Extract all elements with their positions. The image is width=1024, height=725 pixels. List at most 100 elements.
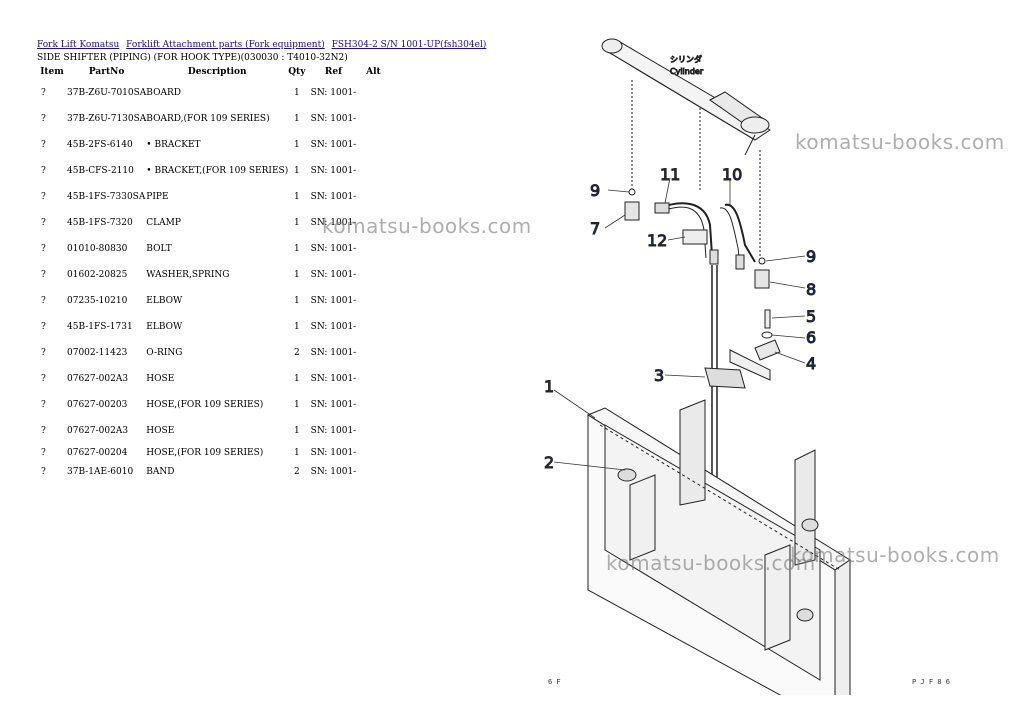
- cell-item: ?: [41, 448, 46, 458]
- cell-description: WASHER,SPRING: [146, 270, 230, 280]
- cell-description: • BRACKET: [146, 140, 201, 150]
- cell-ref: SN: 1001-: [310, 296, 357, 306]
- cell-alt: [361, 184, 385, 210]
- cell-alt: [361, 366, 385, 392]
- cell-qty: 1: [293, 296, 300, 306]
- breadcrumb-link-model[interactable]: FSH304-2 S/N 1001-UP(fsh304el): [331, 40, 487, 50]
- board-frame-drawing: [586, 399, 851, 695]
- column-header-partno: PartNo: [88, 67, 125, 77]
- cell-partno: 45B-CFS-2110: [67, 166, 134, 176]
- cell-qty: 2: [293, 467, 300, 477]
- callout-7: 7: [590, 219, 600, 238]
- cell-ref: SN: 1001-: [310, 244, 357, 254]
- cell-partno: 07627-00204: [67, 448, 128, 458]
- cell-description: • BRACKET,(FOR 109 SERIES): [146, 166, 289, 176]
- cell-qty: 1: [293, 88, 300, 98]
- callout-11: 11: [660, 165, 680, 184]
- cell-qty: 2: [293, 348, 300, 358]
- cell-description: BAND: [146, 467, 175, 477]
- column-header-qty: Qty: [288, 67, 306, 77]
- table-row: ?45B-CFS-2110• BRACKET,(FOR 109 SERIES)1…: [37, 158, 385, 184]
- breadcrumb: Fork Lift Komatsu Forklift Attachment pa…: [37, 40, 490, 50]
- cylinder-label-jp: シリンダ: [670, 54, 702, 64]
- cell-partno: 45B-1FS-7330SA: [67, 192, 146, 202]
- cell-item: ?: [41, 192, 46, 202]
- callout-12: 12: [647, 231, 667, 250]
- cell-qty: 1: [293, 140, 300, 150]
- cell-ref: SN: 1001-: [310, 88, 357, 98]
- callout-8: 8: [806, 280, 816, 299]
- cell-alt: [361, 340, 385, 366]
- callout-10: 10: [722, 165, 742, 184]
- cell-item: ?: [41, 218, 46, 228]
- cell-partno: 01602-20825: [67, 270, 128, 280]
- callout-6: 6: [806, 328, 816, 347]
- breadcrumb-link-brand[interactable]: Fork Lift Komatsu: [37, 40, 120, 50]
- cell-partno: 45B-1FS-1731: [67, 322, 133, 332]
- cell-description: PIPE: [146, 192, 169, 202]
- cell-alt: [361, 158, 385, 184]
- cell-item: ?: [41, 270, 46, 280]
- table-row: ? 07002-11423 O-RING 2 SN: 1001-: [37, 340, 385, 366]
- cell-item: ?: [41, 296, 46, 306]
- cell-item: ?: [41, 140, 46, 150]
- breadcrumb-link-category[interactable]: Forklift Attachment parts (Fork equipmen…: [126, 40, 325, 50]
- watermark-lower-right: komatsu-books.com: [790, 543, 1000, 567]
- cell-qty: 1: [293, 448, 300, 458]
- cell-qty: 1: [293, 322, 300, 332]
- cell-description: HOSE: [146, 426, 175, 436]
- cell-ref: SN: 1001-: [310, 348, 357, 358]
- watermark-top-right: komatsu-books.com: [795, 130, 1005, 154]
- cell-item: ?: [41, 88, 46, 98]
- cell-qty: 1: [293, 192, 300, 202]
- cell-description: BOARD,(FOR 109 SERIES): [146, 114, 270, 124]
- cell-description: BOARD: [146, 88, 181, 98]
- cell-partno: 37B-1AE-6010: [67, 467, 134, 477]
- cell-qty: 1: [293, 218, 300, 228]
- callout-1: 1: [544, 377, 554, 396]
- cell-partno: 45B-1FS-7320: [67, 218, 133, 228]
- callout-4: 4: [806, 354, 816, 373]
- column-header-description: Description: [187, 67, 247, 77]
- cell-item: ?: [41, 244, 46, 254]
- column-header-alt: Alt: [366, 67, 381, 77]
- cell-alt: [361, 392, 385, 418]
- cell-ref: SN: 1001-: [310, 114, 357, 124]
- cell-qty: 1: [293, 374, 300, 384]
- cell-alt: [361, 444, 385, 462]
- cell-item: ?: [41, 426, 46, 436]
- cell-item: ?: [41, 166, 46, 176]
- cell-item: ?: [41, 400, 46, 410]
- cylinder-drawing: シリンダ Cylinder: [601, 38, 771, 156]
- cell-partno: 37B-Z6U-7010SA: [67, 88, 147, 98]
- cell-partno: 07627-002A3: [67, 374, 129, 384]
- page-subtitle: SIDE SHIFTER (PIPING) (FOR HOOK TYPE)(03…: [37, 53, 348, 63]
- cylinder-label-en: Cylinder: [670, 67, 704, 76]
- cell-ref: SN: 1001-: [310, 400, 357, 410]
- column-header-item: Item: [40, 67, 64, 77]
- cell-item: ?: [41, 374, 46, 384]
- callout-9-left: 9: [590, 181, 600, 200]
- cell-item: ?: [41, 348, 46, 358]
- cell-ref: SN: 1001-: [310, 140, 357, 150]
- callout-5: 5: [806, 307, 816, 326]
- parts-table: Item PartNo Description Qty Ref Alt ?37B…: [37, 64, 385, 482]
- cell-qty: 1: [293, 114, 300, 124]
- cell-ref: SN: 1001-: [310, 218, 357, 228]
- cell-description: O-RING: [146, 348, 183, 358]
- cell-partno: 37B-Z6U-7130SA: [67, 114, 147, 124]
- cell-description: ELBOW: [146, 322, 183, 332]
- cell-partno: 07002-11423: [67, 348, 128, 358]
- cell-ref: SN: 1001-: [310, 426, 357, 436]
- cell-alt: [361, 236, 385, 262]
